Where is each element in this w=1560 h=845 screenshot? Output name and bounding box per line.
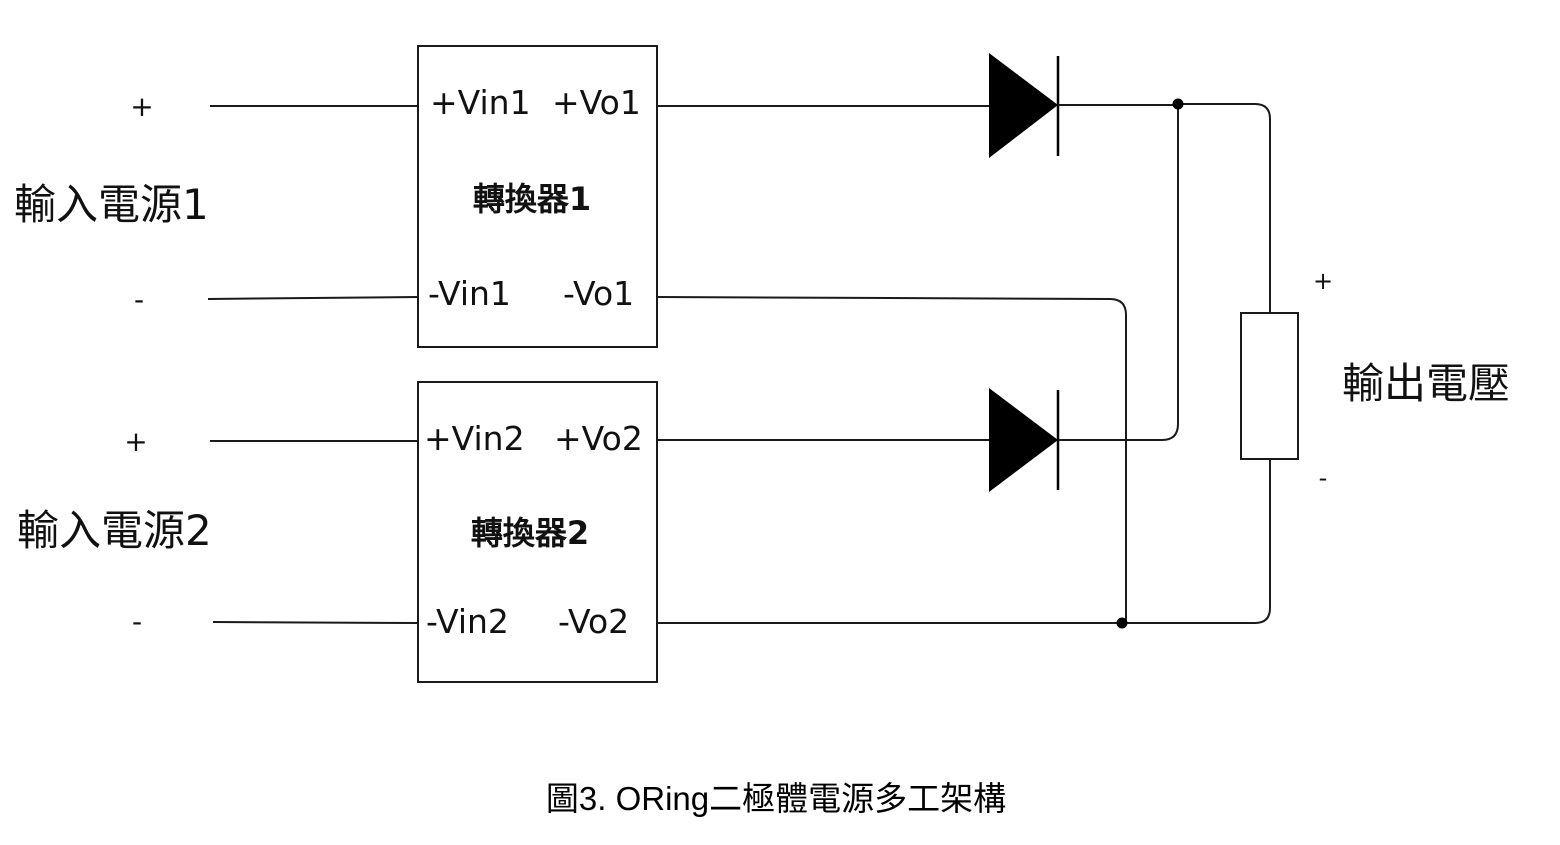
converter2-box bbox=[417, 381, 658, 683]
input1-plus-sign: + bbox=[130, 90, 153, 123]
input1-minus-sign: - bbox=[134, 283, 144, 316]
input1-label: 輸入電源1 bbox=[14, 180, 209, 229]
diode2-icon bbox=[989, 388, 1058, 492]
vo1-minus-wire bbox=[656, 296, 1127, 622]
converter1-label: 轉換器1 bbox=[473, 180, 591, 218]
negative-junction-dot bbox=[1116, 617, 1128, 629]
negative-to-load-wire bbox=[1126, 459, 1271, 624]
converter2-vin-neg: -Vin2 bbox=[426, 602, 509, 641]
positive-bus-vertical bbox=[1058, 105, 1179, 441]
input2-plus-sign: + bbox=[124, 425, 147, 458]
converter1-vin-pos: +Vin1 bbox=[430, 83, 531, 122]
input2-minus-wire bbox=[212, 621, 419, 624]
converter2-vin-pos: +Vin2 bbox=[424, 419, 525, 458]
converter1-vo-neg: -Vo1 bbox=[563, 274, 634, 313]
output-plus-sign: + bbox=[1313, 267, 1333, 295]
converter2-vo-neg: -Vo2 bbox=[558, 602, 629, 641]
converter1-vo-pos: +Vo1 bbox=[552, 83, 641, 122]
converter2-vo-pos: +Vo2 bbox=[554, 419, 643, 458]
positive-junction-dot bbox=[1172, 98, 1184, 110]
input2-label: 輸入電源2 bbox=[17, 506, 212, 555]
input1-minus-wire bbox=[207, 296, 419, 300]
load-resistor bbox=[1240, 312, 1299, 460]
input2-minus-sign: - bbox=[132, 605, 142, 638]
figure-caption: 圖3. ORing二極體電源多工架構 bbox=[546, 780, 1006, 817]
diode1-icon bbox=[989, 53, 1058, 158]
positive-to-load-wire bbox=[1178, 103, 1271, 313]
output-label: 輸出電壓 bbox=[1342, 359, 1510, 408]
output-minus-sign: - bbox=[1319, 464, 1328, 492]
converter2-label: 轉換器2 bbox=[471, 514, 589, 552]
converter1-vin-neg: -Vin1 bbox=[428, 274, 511, 313]
converter1-box bbox=[417, 45, 658, 348]
